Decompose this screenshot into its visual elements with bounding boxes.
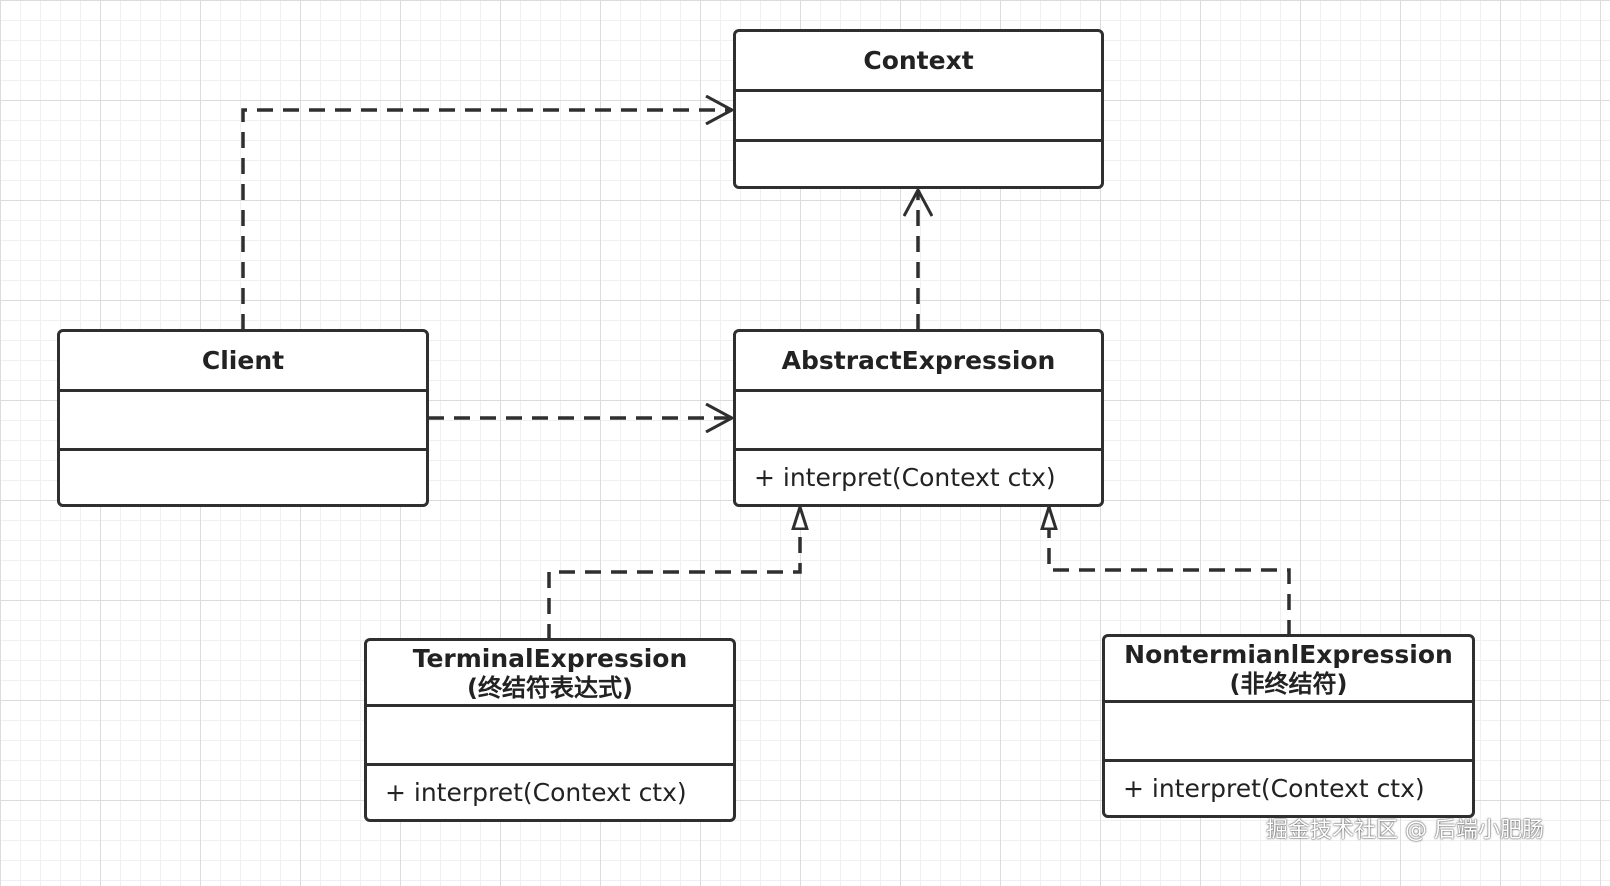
client-class[interactable]: Client xyxy=(57,329,429,507)
class-name-label: TerminalExpression xyxy=(412,643,688,673)
client-to-context-dependency xyxy=(241,110,732,330)
client-operations xyxy=(60,451,426,504)
context-operations xyxy=(736,142,1101,186)
class-name-label: Context xyxy=(863,45,974,75)
nonterminal-expression-operations: + interpret(Context ctx) xyxy=(1105,762,1472,815)
operation-label: + interpret(Context ctx) xyxy=(385,778,687,807)
class-name-label: NontermianlExpression xyxy=(1124,639,1453,669)
watermark-text: 掘金技术社区 @ 后端小肥肠 xyxy=(1266,818,1544,843)
terminal-expression-class[interactable]: TerminalExpression (终结符表达式) + interpret(… xyxy=(364,638,736,822)
client-attributes xyxy=(60,392,426,451)
context-class[interactable]: Context xyxy=(733,29,1104,189)
context-class-name: Context xyxy=(736,32,1101,92)
abstract-expression-class-name: AbstractExpression xyxy=(736,332,1101,392)
terminal-expression-operations: + interpret(Context ctx) xyxy=(367,766,733,819)
abstract-expression-class[interactable]: AbstractExpression + interpret(Context c… xyxy=(733,329,1104,507)
class-name-label: Client xyxy=(201,345,285,375)
class-subtitle-label: (非终结符) xyxy=(1229,669,1348,698)
terminal-expression-attributes xyxy=(367,707,733,766)
nonterminal-expression-realization xyxy=(1049,507,1291,636)
terminal-expression-realization xyxy=(547,507,800,640)
nonterminal-expression-class[interactable]: NontermianlExpression (非终结符) + interpret… xyxy=(1102,634,1475,818)
terminal-expression-class-name: TerminalExpression (终结符表达式) xyxy=(367,641,733,707)
abstract-expression-attributes xyxy=(736,392,1101,451)
context-attributes xyxy=(736,92,1101,142)
class-name-label: AbstractExpression xyxy=(781,345,1056,375)
operation-label: + interpret(Context ctx) xyxy=(754,463,1056,492)
nonterminal-expression-class-name: NontermianlExpression (非终结符) xyxy=(1105,637,1472,703)
operation-label: + interpret(Context ctx) xyxy=(1123,774,1425,803)
class-subtitle-label: (终结符表达式) xyxy=(467,673,633,702)
nonterminal-expression-attributes xyxy=(1105,703,1472,762)
client-class-name: Client xyxy=(60,332,426,392)
abstract-expression-operations: + interpret(Context ctx) xyxy=(736,451,1101,504)
